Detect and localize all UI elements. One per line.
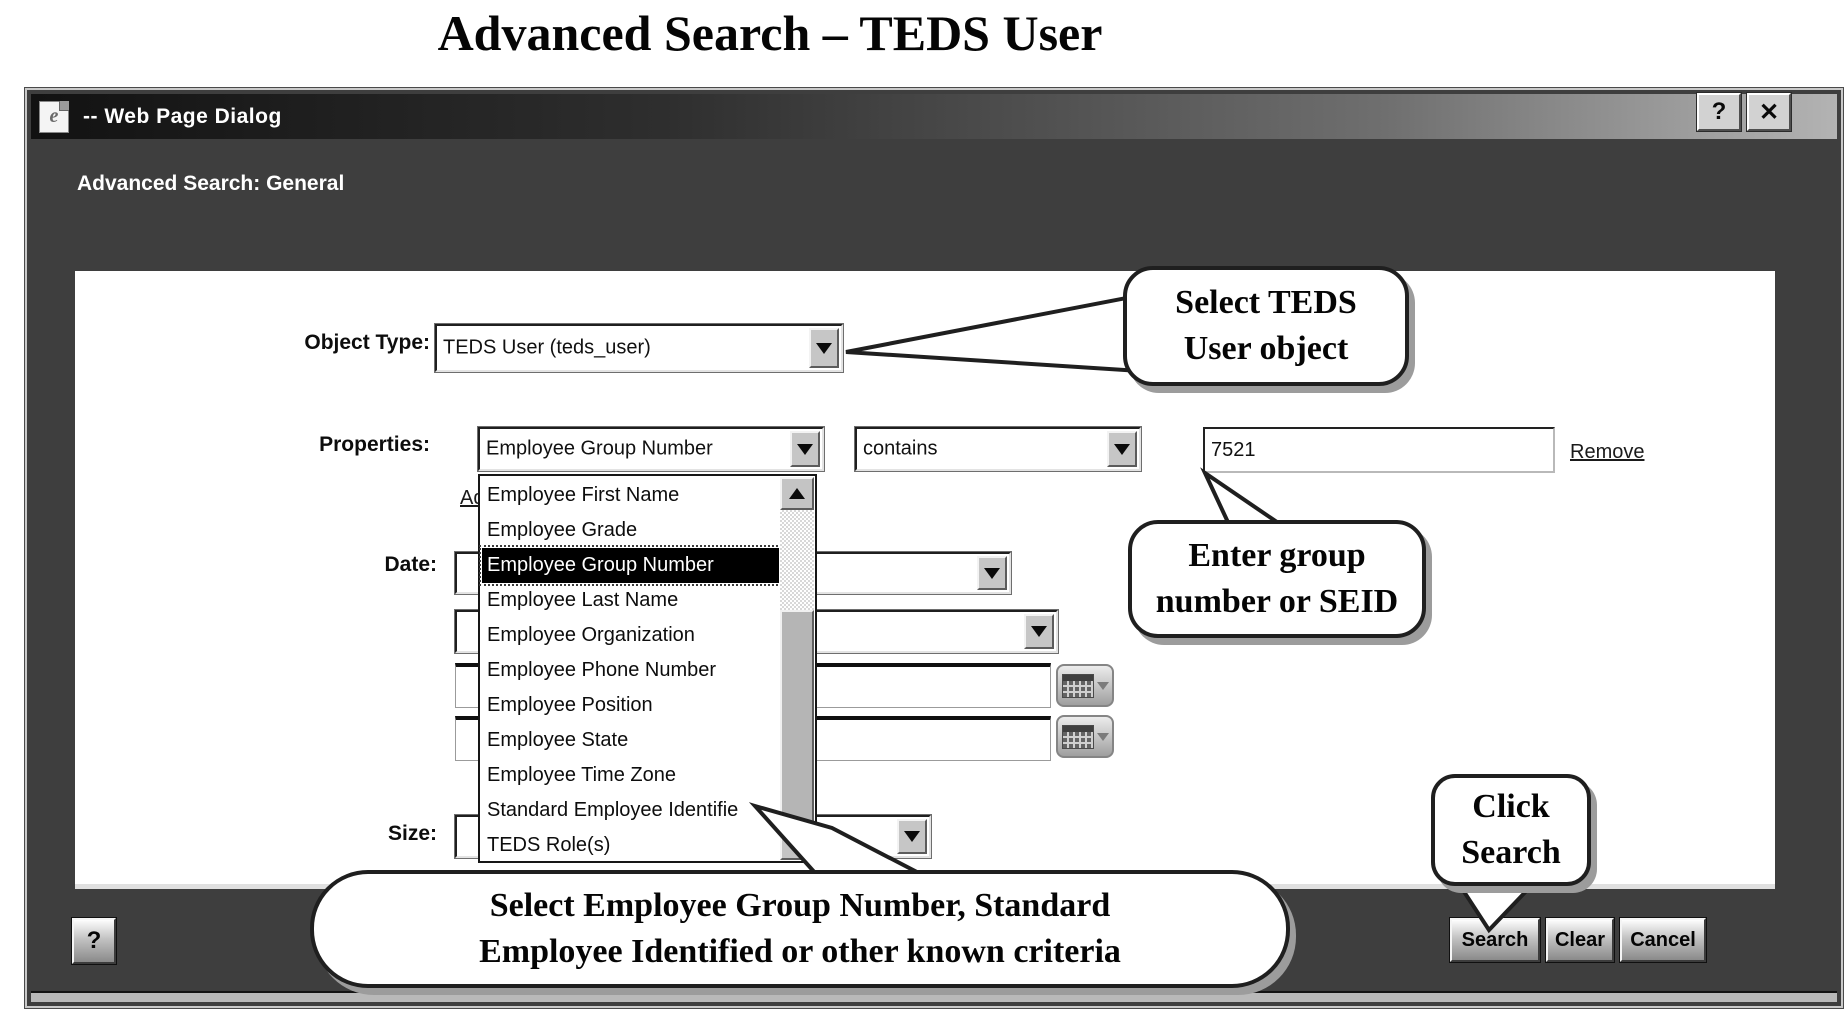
callout-line: Enter group xyxy=(1188,537,1366,575)
list-scrollbar[interactable] xyxy=(780,477,814,860)
callout-line: User object xyxy=(1183,330,1349,367)
object-type-value: TEDS User (teds_user) xyxy=(443,336,651,359)
object-type-select[interactable]: TEDS User (teds_user) xyxy=(435,324,843,372)
scroll-up-icon[interactable] xyxy=(780,477,814,510)
callout-line: number or SEID xyxy=(1155,583,1399,620)
list-item-selected[interactable]: Employee Group Number xyxy=(479,545,782,586)
titlebar-help-button[interactable]: ? xyxy=(1697,93,1741,131)
scroll-down-icon[interactable] xyxy=(780,827,814,860)
window-bottom-edge xyxy=(31,991,1837,1002)
list-item[interactable]: Employee Time Zone xyxy=(487,764,676,786)
list-item[interactable]: Employee Phone Number xyxy=(487,659,717,681)
calendar-icon xyxy=(1061,673,1094,698)
close-icon[interactable]: ✕ xyxy=(1747,93,1791,131)
callout-click-search: Click Search xyxy=(1431,774,1591,886)
title-bar: e -- Web Page Dialog xyxy=(31,94,1837,139)
callout-enter-group-number: Enter group number or SEID xyxy=(1128,520,1426,638)
ie-page-icon: e xyxy=(39,100,69,133)
window-title: -- Web Page Dialog xyxy=(83,104,282,128)
property-select-value: Employee Group Number xyxy=(486,437,713,460)
property-select[interactable]: Employee Group Number xyxy=(478,427,824,471)
list-item[interactable]: Employee Grade xyxy=(487,519,638,541)
list-item[interactable]: Employee First Name xyxy=(487,484,680,506)
chevron-down-icon[interactable] xyxy=(1024,614,1054,649)
help-button[interactable]: ? xyxy=(72,918,116,964)
callout-select-teds-user: Select TEDS User object xyxy=(1123,266,1409,386)
list-item[interactable]: Employee Organization xyxy=(487,624,695,646)
criteria-value-input[interactable] xyxy=(1203,427,1555,473)
search-button[interactable]: Search xyxy=(1450,918,1540,962)
list-item[interactable]: Employee State xyxy=(487,729,629,751)
remove-link[interactable]: Remove xyxy=(1570,441,1645,463)
scrollbar-thumb[interactable] xyxy=(780,610,814,828)
size-label: Size: xyxy=(387,822,437,845)
list-item[interactable]: Standard Employee Identifie xyxy=(487,799,739,821)
calendar-picker-button[interactable] xyxy=(1056,715,1114,758)
clear-button[interactable]: Clear xyxy=(1546,918,1614,962)
chevron-down-icon[interactable] xyxy=(790,431,820,467)
calendar-picker-button[interactable] xyxy=(1056,664,1114,707)
callout-line: Select TEDS xyxy=(1175,284,1357,322)
callout-select-property: Select Employee Group Number, Standard E… xyxy=(310,870,1290,988)
properties-label: Properties: xyxy=(319,433,430,456)
chevron-down-icon xyxy=(1096,681,1109,690)
calendar-icon xyxy=(1061,724,1094,749)
date-label: Date: xyxy=(384,553,437,576)
list-item[interactable]: TEDS Role(s) xyxy=(487,834,611,856)
callout-line: Click xyxy=(1472,788,1550,826)
operator-select-value: contains xyxy=(863,437,938,460)
cancel-button[interactable]: Cancel xyxy=(1620,918,1706,962)
list-item[interactable]: Employee Position xyxy=(487,694,653,716)
operator-select[interactable]: contains xyxy=(855,427,1141,471)
dialog-section-title: Advanced Search: General xyxy=(77,172,345,195)
chevron-down-icon xyxy=(1096,732,1109,741)
property-dropdown-list: Employee First Name Employee Grade Emplo… xyxy=(478,474,817,863)
callout-line: Employee Identified or other known crite… xyxy=(479,933,1121,970)
list-item[interactable]: Employee Last Name xyxy=(487,589,679,611)
chevron-down-icon[interactable] xyxy=(1107,431,1137,467)
chevron-down-icon[interactable] xyxy=(977,556,1007,590)
page-title: Advanced Search – TEDS User xyxy=(437,5,1103,61)
callout-line: Search xyxy=(1461,834,1561,871)
callout-line: Select Employee Group Number, Standard xyxy=(489,887,1111,925)
chevron-down-icon[interactable] xyxy=(897,819,927,854)
object-type-label: Object Type: xyxy=(304,331,430,354)
chevron-down-icon[interactable] xyxy=(809,328,839,368)
